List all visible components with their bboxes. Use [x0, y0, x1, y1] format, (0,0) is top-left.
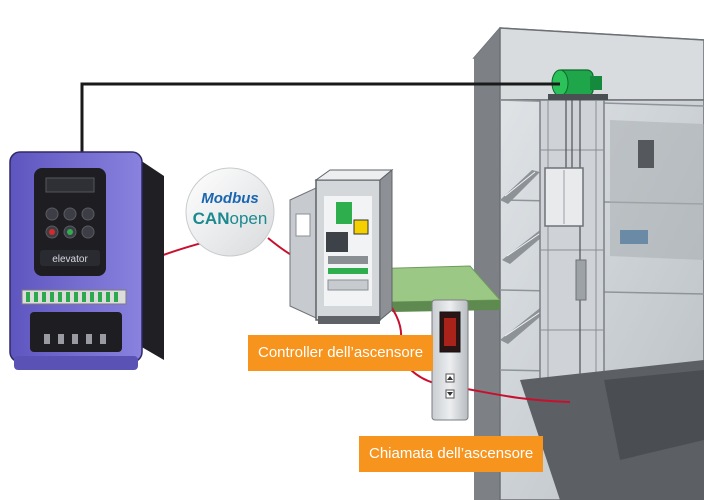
modbus-label: Modbus — [201, 190, 259, 207]
elevator-drive: elevator — [9, 151, 164, 370]
call-panel — [431, 299, 469, 421]
controller-cabinet — [289, 168, 394, 324]
elevator-building — [472, 27, 704, 500]
open-label: open — [230, 209, 268, 228]
drive-brand-label: elevator — [52, 254, 88, 265]
controller-callout: Controller dell’ascensore — [248, 335, 434, 371]
protocol-badge: Modbus CANopen — [185, 167, 275, 257]
motor-cable — [80, 82, 560, 158]
can-label: CAN — [193, 209, 230, 228]
canopen-label: CANopen — [193, 209, 268, 228]
call-callout: Chiamata dell’ascensore — [359, 436, 544, 472]
